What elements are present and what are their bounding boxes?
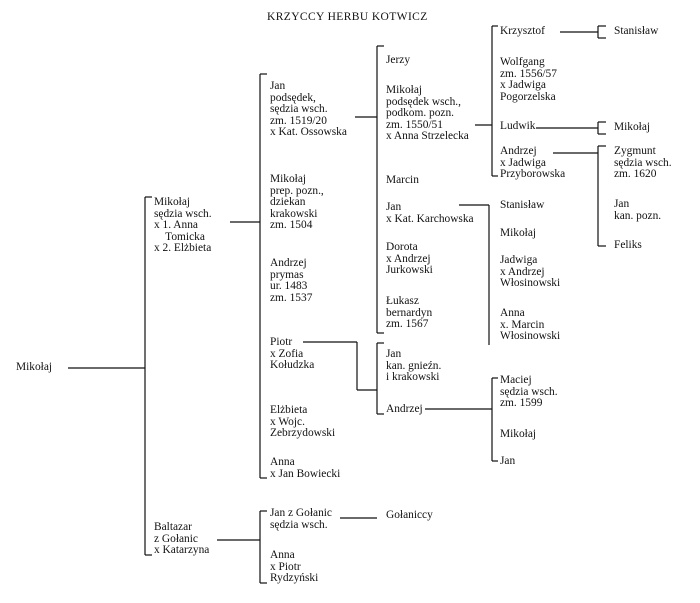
person-feliks: Feliks [614,239,642,251]
person-jan-karchowska: Jan x Kat. Karchowska [386,201,474,225]
person-jan-podsedek: Jan podsędek, sędzia wsch. zm. 1519/20 x… [270,80,347,139]
person-andrzej-prymas: Andrzej prymas ur. 1483 zm. 1537 [270,257,313,304]
tree-title: KRZYCCY HERBU KOTWICZ [267,11,428,23]
person-baltazar: Baltazar z Gołanic x Katarzyna [154,521,210,557]
person-jan-gen5: Jan [500,455,516,467]
person-mikolaj-gen6: Mikołaj [614,121,651,133]
person-mikolaj-gen5b: Mikołaj [500,428,537,440]
family-golaniccy: Gołaniccy [386,509,433,521]
person-mikolaj-podsedek: Mikołaj podsędek wsch., podkom. pozn. zm… [386,84,469,143]
person-dorota: Dorota x Andrzej Jurkowski [386,241,433,277]
person-mikolaj-root: Mikołaj [16,361,53,373]
person-jan-kanonik: Jan kan. gnieźn. i krakowski [386,348,442,384]
person-piotr: Piotr x Zofia Kołudzka [270,336,315,372]
person-jadwiga: Jadwiga x Andrzej Włosinowski [500,254,561,290]
person-maciej: Maciej sędzia wsch. zm. 1599 [500,374,558,410]
person-marcin: Marcin [386,174,419,186]
person-anna-bowiecki: Anna x Jan Bowiecki [270,456,341,480]
person-stanislaw-gen6: Stanisław [614,25,659,37]
person-mikolaj-prep: Mikołaj prep. pozn., dziekan krakowski z… [270,173,324,232]
person-elzbieta: Elżbieta x Wojc. Zebrzydowski [270,404,336,440]
person-zygmunt: Zygmunt sędzia wsch. zm. 1620 [614,145,672,181]
person-stanislaw-gen5: Stanisław [500,199,545,211]
person-andrzej-przyborowska: Andrzej x Jadwiga Przyborowska [500,145,566,181]
person-andrzej: Andrzej [386,403,423,415]
person-anna-rydzynski: Anna x Piotr Rydzyński [270,549,319,585]
person-ludwik: Ludwik [500,120,536,132]
person-mikolaj-gen5: Mikołaj [500,227,537,239]
person-lukasz: Łukasz bernardyn zm. 1567 [386,295,433,331]
person-mikolaj-sedzia: Mikołaj sędzia wsch. x 1. Anna Tomicka x… [154,196,212,255]
person-jan-z-golanic: Jan z Gołanic sędzia wsch. [270,507,332,531]
person-jan-kan-pozn: Jan kan. pozn. [614,198,662,222]
person-wolfgang: Wolfgang zm. 1556/57 x Jadwiga Pogorzels… [500,56,557,103]
person-jerzy: Jerzy [386,54,411,66]
person-anna-wlosinowski: Anna x. Marcin Włosinowski [500,307,561,343]
person-krzysztof: Krzysztof [500,25,545,37]
